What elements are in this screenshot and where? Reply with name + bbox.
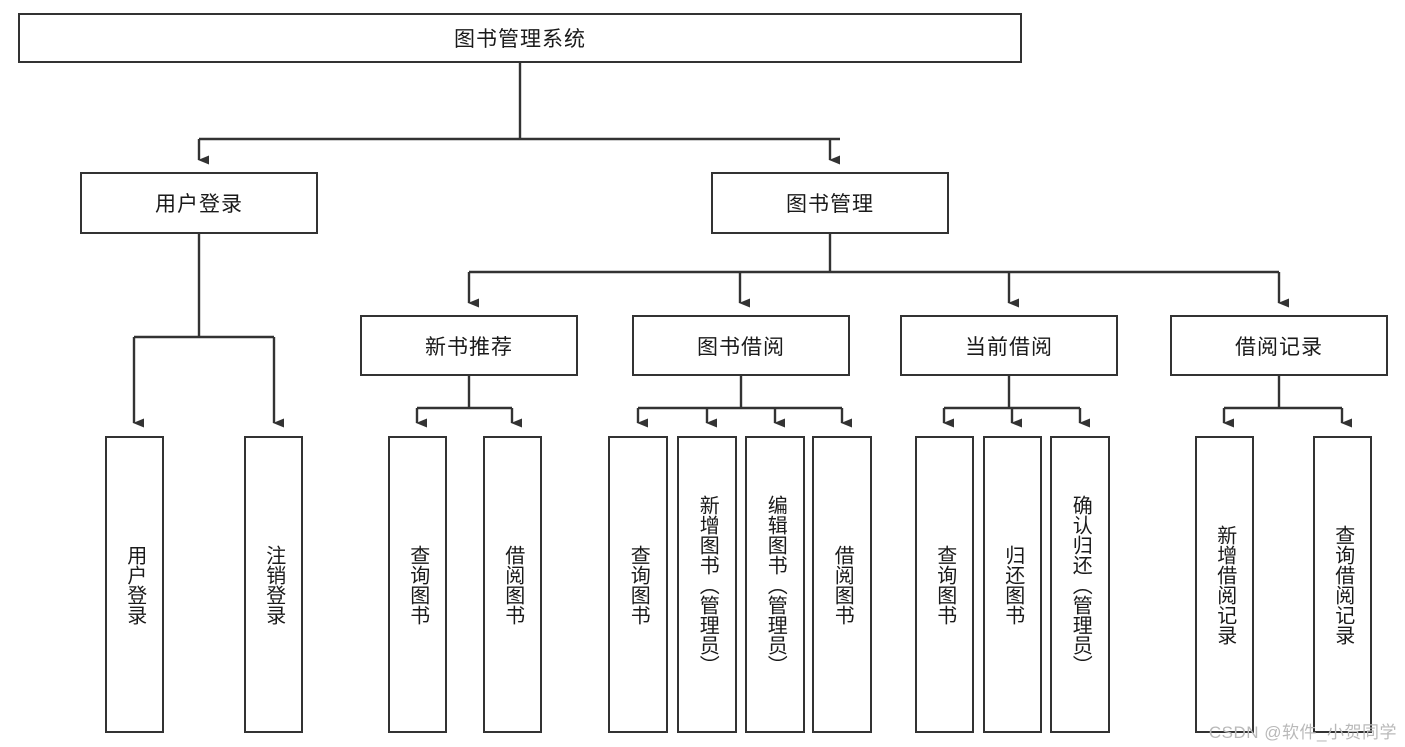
node-borrow-record[interactable]: 借阅记录 [1170,315,1388,376]
node-new-book-recommend-label: 新书推荐 [425,335,513,359]
leaf-user-login-1[interactable]: 注销登录 [244,436,303,733]
leaf-book-borrow-1[interactable]: 新增图书（管理员） [677,436,737,733]
node-book-borrow-label: 图书借阅 [697,335,785,359]
leaf-book-borrow-3[interactable]: 借阅图书 [812,436,872,733]
leaf-user-login-0[interactable]: 用户登录 [105,436,164,733]
leaf-label: 新增借阅记录 [1213,524,1236,645]
leaf-label: 查询图书 [406,544,429,625]
leaf-label: 用户登录 [123,544,146,625]
leaf-current-borrow-0[interactable]: 查询图书 [915,436,974,733]
leaf-current-borrow-2[interactable]: 确认归还（管理员） [1050,436,1110,733]
node-book-management[interactable]: 图书管理 [711,172,949,234]
node-book-management-label: 图书管理 [786,193,874,216]
leaf-label: 确认归还（管理员） [1069,494,1092,675]
leaf-label: 查询借阅记录 [1331,524,1354,645]
node-current-borrow[interactable]: 当前借阅 [900,315,1118,376]
leaf-new-book-rec-0[interactable]: 查询图书 [388,436,447,733]
node-new-book-recommend[interactable]: 新书推荐 [360,315,578,376]
leaf-borrow-record-1[interactable]: 查询借阅记录 [1313,436,1372,733]
leaf-label: 注销登录 [262,544,285,625]
node-root[interactable]: 图书管理系统 [18,13,1022,63]
leaf-current-borrow-1[interactable]: 归还图书 [983,436,1042,733]
leaf-label: 借阅图书 [501,544,524,625]
leaf-label: 归还图书 [1001,544,1024,625]
leaf-label: 编辑图书（管理员） [764,494,787,675]
node-current-borrow-label: 当前借阅 [965,335,1053,359]
node-borrow-record-label: 借阅记录 [1235,335,1323,359]
node-book-borrow[interactable]: 图书借阅 [632,315,850,376]
leaf-label: 借阅图书 [831,544,854,625]
node-user-login-label: 用户登录 [155,193,243,216]
leaf-new-book-rec-1[interactable]: 借阅图书 [483,436,542,733]
node-user-login[interactable]: 用户登录 [80,172,318,234]
leaf-label: 查询图书 [933,544,956,625]
leaf-borrow-record-0[interactable]: 新增借阅记录 [1195,436,1254,733]
leaf-label: 查询图书 [627,544,650,625]
node-root-label: 图书管理系统 [454,28,586,51]
leaf-book-borrow-0[interactable]: 查询图书 [608,436,668,733]
leaf-label: 新增图书（管理员） [696,494,719,675]
watermark-text: CSDN @软件_小贺同学 [1208,723,1397,742]
leaf-book-borrow-2[interactable]: 编辑图书（管理员） [745,436,805,733]
